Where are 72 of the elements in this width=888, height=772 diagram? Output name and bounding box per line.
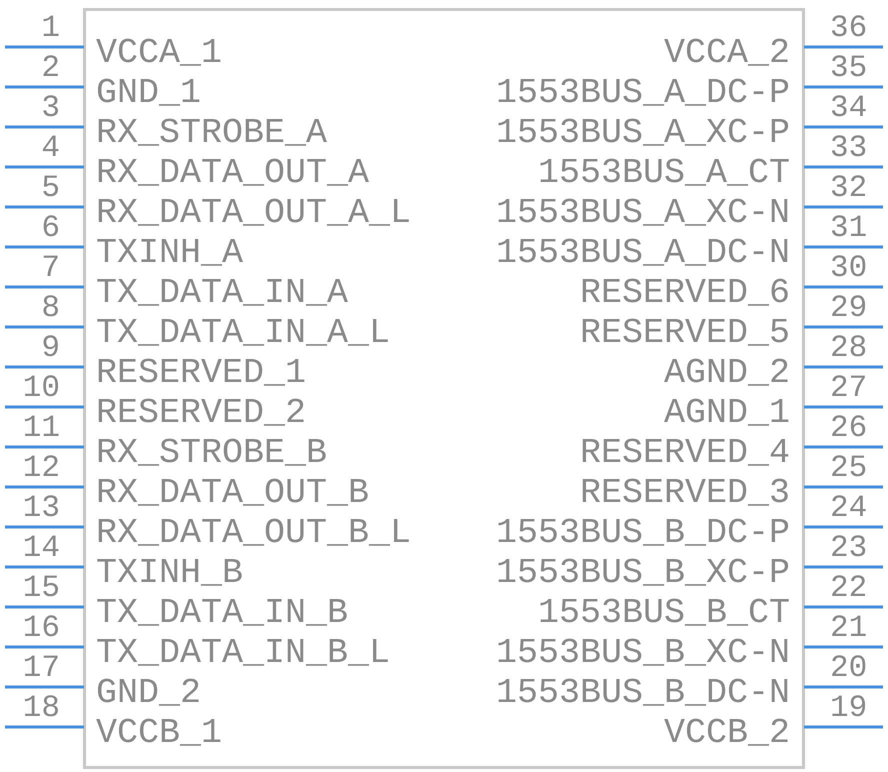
pin-name: RX_DATA_OUT_A_L <box>96 195 412 231</box>
pin-number: 13 <box>22 491 60 527</box>
pin-name: TX_DATA_IN_A_L <box>96 315 390 351</box>
pin-number: 19 <box>830 691 868 727</box>
pin-number: 1 <box>41 11 60 47</box>
pin-number: 16 <box>22 611 60 647</box>
pin-number: 18 <box>22 691 60 727</box>
pin-number: 10 <box>22 371 60 407</box>
pin-name: RX_STROBE_A <box>96 115 328 151</box>
pin-name: GND_1 <box>96 75 202 111</box>
pin-number: 21 <box>830 611 868 647</box>
pin-name: RESERVED_2 <box>96 395 306 431</box>
pin-number: 33 <box>830 131 868 167</box>
pin-number: 7 <box>41 251 60 287</box>
pin-name: RX_DATA_OUT_B <box>96 475 370 511</box>
pin-name: AGND_1 <box>664 395 790 431</box>
pin-name: TXINH_A <box>96 235 244 271</box>
pin-name: 1553BUS_A_DC-P <box>496 75 790 111</box>
pin-name: 1553BUS_B_CT <box>538 595 790 631</box>
pin-number: 35 <box>830 51 868 87</box>
pin-name: 1553BUS_A_XC-P <box>496 115 790 151</box>
pin-name: GND_2 <box>96 675 202 711</box>
pin-number: 8 <box>41 291 60 327</box>
pin-name: AGND_2 <box>664 355 790 391</box>
pin-number: 3 <box>41 91 60 127</box>
pin-number: 30 <box>830 251 868 287</box>
pin-number: 27 <box>830 371 868 407</box>
pin-name: 1553BUS_B_XC-P <box>496 555 790 591</box>
pin-number: 23 <box>830 531 868 567</box>
pin-number: 28 <box>830 331 868 367</box>
pin-name: 1553BUS_A_DC-N <box>496 235 790 271</box>
pin-name: 1553BUS_B_DC-P <box>496 515 790 551</box>
pin-name: TX_DATA_IN_B <box>96 595 348 631</box>
pin-number: 2 <box>41 51 60 87</box>
pin-number: 32 <box>830 171 868 207</box>
pin-name: 1553BUS_A_XC-N <box>496 195 790 231</box>
pin-number: 25 <box>830 451 868 487</box>
pin-name: RX_DATA_OUT_A <box>96 155 370 191</box>
pin-number: 9 <box>41 331 60 367</box>
pin-number: 14 <box>22 531 60 567</box>
pin-name: 1553BUS_A_CT <box>538 155 790 191</box>
pin-number: 5 <box>41 171 60 207</box>
pin-number: 17 <box>22 651 60 687</box>
pin-name: VCCA_2 <box>664 35 790 71</box>
pin-number: 36 <box>830 11 868 47</box>
pin-name: 1553BUS_B_XC-N <box>496 635 790 671</box>
pin-number: 31 <box>830 211 868 247</box>
pin-name: RESERVED_3 <box>580 475 790 511</box>
pin-name: 1553BUS_B_DC-N <box>496 675 790 711</box>
pin-name: RESERVED_4 <box>580 435 790 471</box>
pin-name: VCCB_1 <box>96 715 222 751</box>
pin-name: TX_DATA_IN_A <box>96 275 348 311</box>
pin-number: 26 <box>830 411 868 447</box>
pin-number: 6 <box>41 211 60 247</box>
pin-number: 11 <box>22 411 60 447</box>
pin-name: TXINH_B <box>96 555 244 591</box>
pin-name: RX_STROBE_B <box>96 435 328 471</box>
pin-number: 24 <box>830 491 868 527</box>
pin-number: 34 <box>830 91 868 127</box>
pin-name: RESERVED_1 <box>96 355 306 391</box>
pin-number: 4 <box>41 131 60 167</box>
pin-name: VCCA_1 <box>96 35 222 71</box>
pin-name: RESERVED_6 <box>580 275 790 311</box>
pin-number: 22 <box>830 571 868 607</box>
pin-name: RESERVED_5 <box>580 315 790 351</box>
pin-number: 15 <box>22 571 60 607</box>
pin-name: TX_DATA_IN_B_L <box>96 635 390 671</box>
pin-name: VCCB_2 <box>664 715 790 751</box>
pin-number: 29 <box>830 291 868 327</box>
pin-number: 20 <box>830 651 868 687</box>
pin-name: RX_DATA_OUT_B_L <box>96 515 412 551</box>
pin-number: 12 <box>22 451 60 487</box>
